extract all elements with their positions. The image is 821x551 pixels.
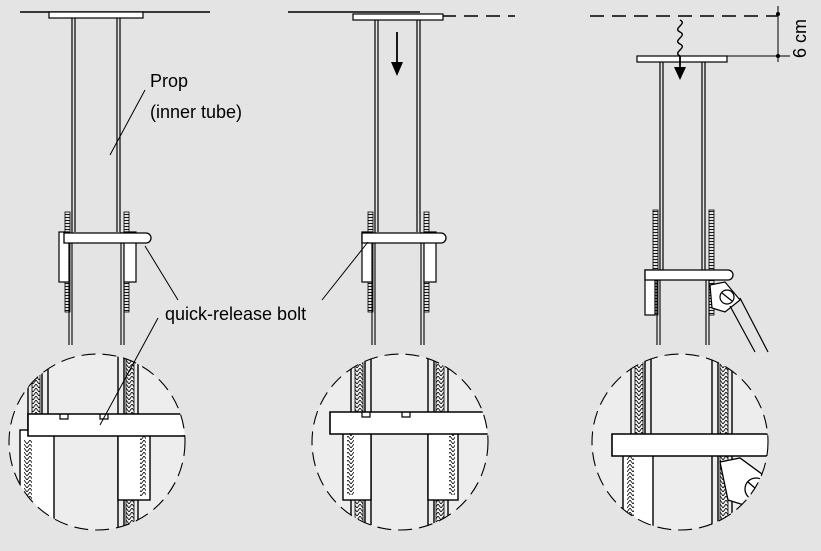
adjusting-nut: [58, 231, 70, 283]
top-plate: [636, 55, 728, 63]
prop-outer-tube: [656, 270, 710, 345]
leader-line: [321, 241, 369, 301]
leader-line: [99, 317, 159, 426]
outer-tube-thread: [708, 209, 715, 316]
quick-release-bolt: [361, 232, 447, 244]
prop-label: Prop: [150, 71, 188, 91]
quick-release-bolt-label: quick-release bolt: [165, 304, 306, 324]
panel-1: Prop (inner tube): [8, 11, 242, 531]
down-arrow-icon: [674, 56, 686, 80]
panel-3: 6 cm: [590, 6, 810, 531]
detail-view-2: [311, 353, 489, 531]
prop-inner-tube: [374, 20, 421, 232]
leader-line: [144, 245, 179, 301]
inner-tube-label: (inner tube): [150, 102, 242, 122]
detail-view-3: [591, 353, 769, 531]
detail-view-1: [8, 353, 186, 531]
prop-outer-tube: [68, 232, 125, 345]
prop-inner-tube: [659, 62, 706, 270]
dimension-label: 6 cm: [790, 19, 810, 58]
quick-release-bolt: [644, 269, 734, 281]
adjusting-nut: [123, 231, 137, 283]
leader-line: [109, 89, 146, 156]
spring-icon: [677, 19, 683, 57]
down-arrow-icon: [391, 32, 403, 76]
top-plate: [48, 11, 144, 19]
quick-release-bolt: [63, 232, 152, 244]
adjusting-nut: [361, 231, 373, 283]
nut-handle: [709, 281, 769, 353]
prop-outer-tube: [371, 232, 425, 345]
panel-2: [288, 11, 515, 531]
dimension-marker: [776, 6, 780, 62]
prop-inner-tube: [71, 18, 121, 232]
top-plate: [352, 13, 444, 21]
adjusting-nut: [423, 231, 437, 283]
